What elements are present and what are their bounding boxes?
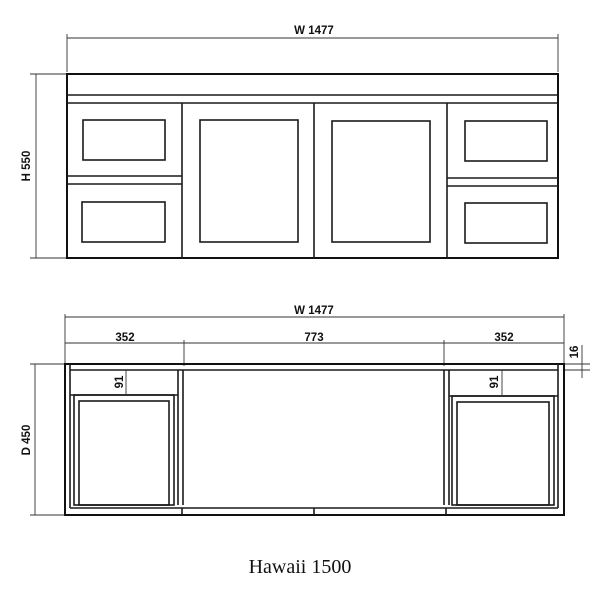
- left-top-drawer-panel: [82, 119, 166, 161]
- right-section-label: 352: [494, 332, 513, 344]
- left-drawer-box: [73, 394, 175, 506]
- center-section-label: 773: [304, 332, 323, 344]
- right-drawer-box: [451, 395, 555, 506]
- right-bottom-drawer-panel: [464, 202, 548, 244]
- right-drawer-label: 91: [489, 375, 501, 388]
- plan-width-label: W 1477: [294, 305, 334, 317]
- right-door-panel: [331, 120, 431, 243]
- front-width-label: W 1477: [294, 25, 334, 37]
- left-bottom-drawer-panel: [81, 201, 166, 243]
- plan-view: W 1477 352 773 352 16 D 450: [21, 305, 590, 516]
- left-section-label: 352: [115, 332, 134, 344]
- top-thickness-label: 16: [569, 346, 581, 359]
- left-drawer-label: 91: [114, 375, 126, 388]
- depth-label: D 450: [21, 425, 33, 456]
- left-door-panel: [199, 119, 299, 243]
- front-height-label: H 550: [21, 151, 33, 182]
- front-elevation: W 1477 H 550: [21, 25, 559, 259]
- right-top-drawer-panel: [464, 120, 548, 162]
- product-title: Hawaii 1500: [248, 556, 352, 578]
